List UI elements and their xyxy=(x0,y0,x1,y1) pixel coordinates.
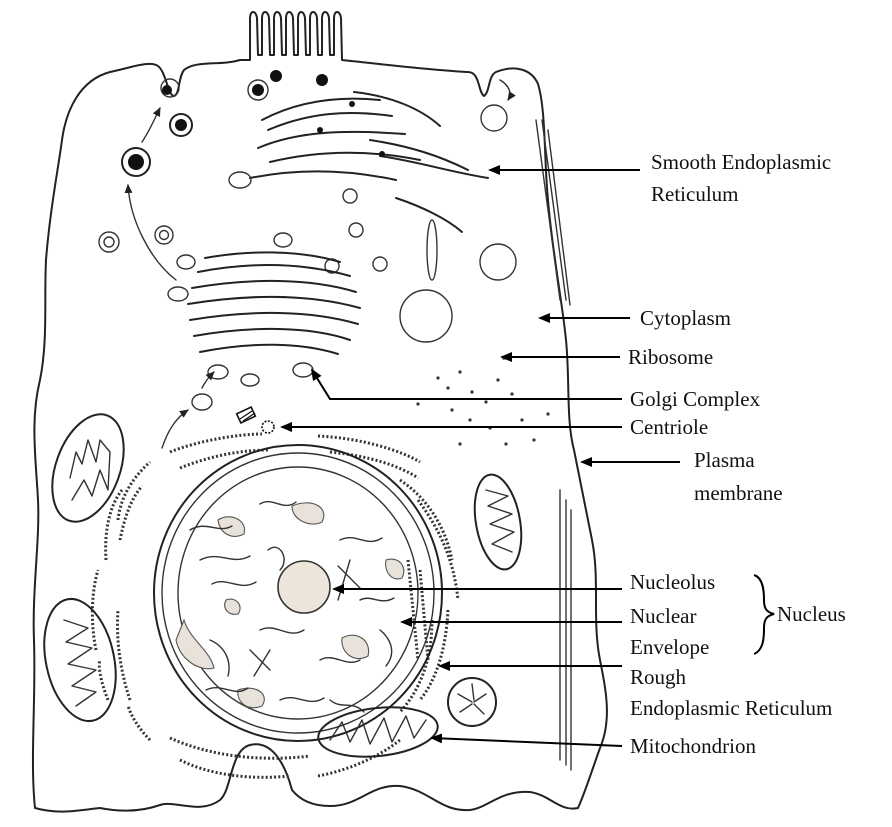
label-rough-er-2: Endoplasmic Reticulum xyxy=(630,696,832,720)
label-golgi: Golgi Complex xyxy=(630,387,761,411)
label-nuclear-1: Nuclear xyxy=(630,604,696,628)
ribosome-dots xyxy=(416,356,549,445)
label-smooth-er-1: Smooth Endoplasmic xyxy=(651,150,831,174)
label-nucleus: Nucleus xyxy=(777,602,846,626)
label-smooth-er-2: Reticulum xyxy=(651,182,739,206)
label-cytoplasm: Cytoplasm xyxy=(640,306,731,330)
label-rough-er-1: Rough xyxy=(630,665,687,689)
label-mitochondrion: Mitochondrion xyxy=(630,734,756,758)
cytoplasmic-vesicles xyxy=(177,172,516,342)
rough-er xyxy=(92,434,458,777)
label-plasma-2: membrane xyxy=(694,481,783,505)
labels: Smooth Endoplasmic Reticulum Cytoplasm R… xyxy=(628,150,846,758)
label-centriole: Centriole xyxy=(630,415,708,439)
golgi-complex xyxy=(162,252,360,448)
nucleus xyxy=(154,445,442,741)
microvilli-vesicles xyxy=(248,70,328,100)
secretory-vesicles xyxy=(99,79,192,280)
label-nucleolus: Nucleolus xyxy=(630,570,715,594)
smooth-er xyxy=(250,92,488,232)
label-plasma-1: Plasma xyxy=(694,448,755,472)
cytoskeleton-fibers xyxy=(536,120,571,770)
nucleolus xyxy=(278,561,330,613)
centriole xyxy=(237,407,274,433)
label-nuclear-2: Envelope xyxy=(630,635,709,659)
nucleus-brace xyxy=(754,575,774,654)
label-ribosome: Ribosome xyxy=(628,345,713,369)
endocytic-vesicle xyxy=(481,80,510,131)
